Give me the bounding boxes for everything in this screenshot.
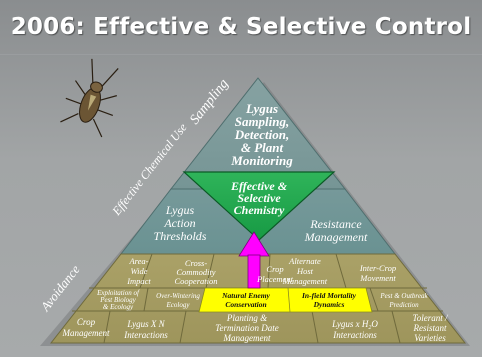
lygus-x-n-line-1: Lygus X N bbox=[126, 319, 165, 329]
lygus-x-h2o-line-2: Interactions bbox=[332, 330, 377, 340]
pest-outbreak-line-2: Prediction bbox=[388, 301, 419, 309]
title-divider bbox=[0, 54, 482, 55]
effective-selective-chemistry-triangle bbox=[182, 171, 336, 241]
top-line-2: Sampling, bbox=[235, 114, 290, 129]
natural-enemy-line-2: Conservation bbox=[225, 300, 266, 309]
highlight-box-natural-enemy-in-field bbox=[198, 287, 373, 313]
natural-enemy-line-1: Natural Enemy bbox=[221, 291, 270, 300]
exploitation-line-3: & Ecology bbox=[103, 303, 134, 311]
action-thresholds-line-1: Lygus bbox=[165, 203, 195, 217]
top-line-5: Monitoring bbox=[230, 153, 293, 168]
lygus-x-h2o-subscript: 2 bbox=[368, 325, 371, 331]
resistance-line-2: Management bbox=[304, 230, 368, 244]
crop-placement-line-1: Crop bbox=[266, 264, 283, 274]
cross-commodity-line-1: Cross- bbox=[185, 258, 208, 268]
over-wintering-line-2: Ecology bbox=[166, 301, 191, 309]
tier-top-text: Lygus Sampling, Detection, & Plant Monit… bbox=[230, 101, 293, 168]
highlight-box-divider bbox=[287, 287, 291, 313]
alternate-host-line-3: Management bbox=[282, 276, 328, 286]
action-thresholds-line-2: Action bbox=[163, 216, 195, 230]
inter-crop-line-1: Inter-Crop bbox=[359, 263, 396, 273]
planting-line-1: Planting & bbox=[226, 313, 267, 323]
over-wintering-line-1: Over-Wintering bbox=[156, 292, 200, 300]
in-field-line-2: Dynamics bbox=[313, 300, 345, 309]
center-line-2: Selective bbox=[237, 191, 281, 205]
area-wide-line-1: Area- bbox=[128, 256, 148, 266]
alternate-host-line-1: Alternate bbox=[288, 256, 321, 266]
center-line-3: Chemistry bbox=[234, 203, 285, 217]
lygus-x-h2o-line-1: Lygus x H2O bbox=[331, 319, 378, 331]
area-wide-line-2: Wide bbox=[131, 266, 148, 276]
tolerant-line-3: Varieties bbox=[414, 333, 446, 343]
tolerant-line-1: Tolerant / bbox=[413, 313, 449, 323]
exploitation-line-2: Pest Biology bbox=[99, 296, 136, 304]
highlight-box-text: Natural Enemy Conservation In-field Mort… bbox=[221, 291, 357, 309]
in-field-line-1: In-field Mortality bbox=[301, 291, 357, 300]
crop-management-line-2: Management bbox=[62, 328, 110, 338]
lygus-x-h2o-pre: Lygus x H bbox=[331, 319, 369, 329]
base-row-1-text: Area- Wide Impact Cross- Commodity Coope… bbox=[126, 256, 396, 286]
lygus-x-n-line-2: Interactions bbox=[123, 330, 168, 340]
slide-title: 2006: Effective & Selective Control bbox=[10, 14, 472, 40]
top-line-4: & Plant bbox=[241, 140, 284, 155]
pest-outbreak-line-1: Pest & Outbreak bbox=[379, 292, 428, 300]
lygus-x-h2o-post: O bbox=[371, 319, 378, 329]
base-row-2-text: Exploitation of Pest Biology & Ecology O… bbox=[96, 289, 428, 311]
resistance-line-1: Resistance bbox=[309, 217, 362, 231]
planting-line-2: Termination Date bbox=[215, 323, 278, 333]
tolerant-line-2: Resistant bbox=[413, 323, 447, 333]
center-line-1: Effective & bbox=[230, 179, 288, 193]
planting-line-3: Management bbox=[223, 333, 271, 343]
base-row-3-text: Crop Management Lygus X N Interactions P… bbox=[62, 313, 449, 343]
alternate-host-line-2: Host bbox=[296, 266, 314, 276]
action-thresholds-line-3: Thresholds bbox=[154, 229, 207, 243]
inter-crop-line-2: Movement bbox=[359, 273, 396, 283]
area-wide-line-3: Impact bbox=[126, 276, 151, 286]
middle-tier-text: Lygus Action Thresholds Resistance Manag… bbox=[154, 203, 368, 244]
top-line-1: Lygus bbox=[245, 101, 278, 116]
center-triangle-text: Effective & Selective Chemistry bbox=[230, 179, 288, 217]
cross-commodity-line-3: Cooperation bbox=[175, 276, 218, 286]
exploitation-line-1: Exploitation of bbox=[96, 289, 140, 297]
crop-management-line-1: Crop bbox=[77, 317, 96, 327]
crop-placement-line-2: Placement bbox=[256, 274, 294, 284]
cross-commodity-line-2: Commodity bbox=[176, 267, 215, 277]
upward-arrow-icon bbox=[238, 231, 270, 289]
top-line-3: Detection, bbox=[234, 127, 290, 142]
lygus-bug-icon bbox=[60, 58, 119, 138]
